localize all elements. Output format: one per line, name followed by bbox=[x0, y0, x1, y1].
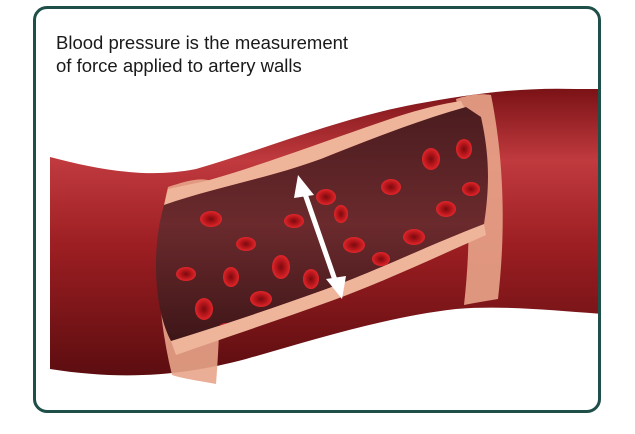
blood-cell bbox=[422, 148, 440, 170]
blood-cell bbox=[250, 291, 272, 307]
blood-cell bbox=[272, 255, 290, 279]
artery-wall-bottom bbox=[171, 224, 486, 355]
diagram-frame: Blood pressure is the measurement of for… bbox=[33, 6, 601, 413]
blood-cell bbox=[462, 182, 480, 196]
diagram-caption: Blood pressure is the measurement of for… bbox=[56, 31, 348, 77]
caption-line-2: of force applied to artery walls bbox=[56, 55, 302, 76]
pressure-arrow-icon bbox=[294, 175, 346, 299]
caption-line-1: Blood pressure is the measurement bbox=[56, 32, 349, 53]
blood-cell bbox=[223, 267, 239, 287]
blood-cell bbox=[303, 269, 319, 289]
blood-cell bbox=[176, 267, 196, 281]
blood-cell bbox=[436, 201, 456, 217]
blood-cell bbox=[236, 237, 256, 251]
artery-wall-top bbox=[164, 101, 466, 205]
blood-cell bbox=[372, 252, 390, 266]
blood-cell bbox=[456, 139, 472, 159]
blood-cell bbox=[316, 189, 336, 205]
blood-cell bbox=[284, 214, 304, 228]
blood-cell bbox=[381, 179, 401, 195]
blood-cell bbox=[403, 229, 425, 245]
blood-cell bbox=[195, 298, 213, 320]
blood-cells bbox=[176, 139, 480, 335]
blood-cell bbox=[334, 205, 348, 223]
artery-illustration bbox=[50, 88, 598, 384]
blood-cell bbox=[200, 211, 222, 227]
artery-lumen bbox=[155, 107, 488, 341]
blood-cell bbox=[343, 237, 365, 253]
